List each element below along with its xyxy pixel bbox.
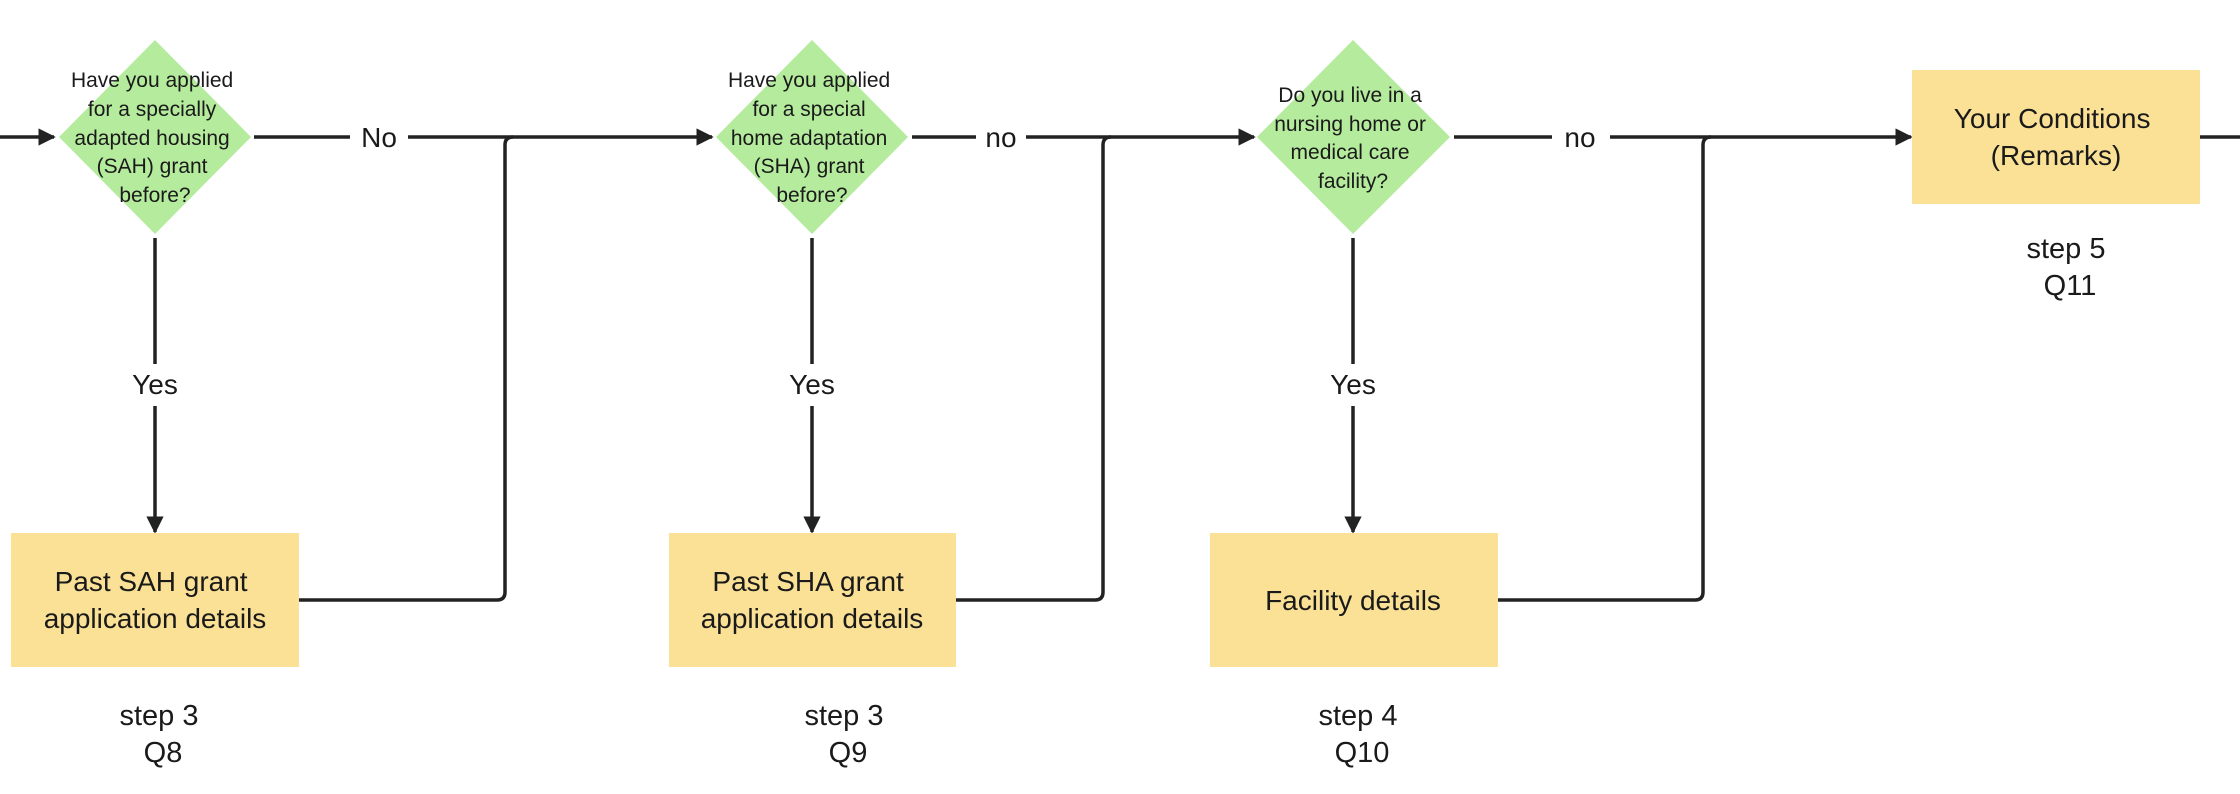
decision-q9-text: Have you applied for a special home adap…	[728, 69, 896, 207]
decision-q8-line: (SAH) grant	[97, 155, 208, 178]
process-sah: Past SAH grant application details	[11, 533, 299, 667]
process-sha-line: application details	[701, 603, 924, 634]
step-label-q8: step 3 Q8	[119, 700, 206, 769]
edge-label-q10-yes: Yes	[1330, 369, 1376, 400]
connector-sah-merge	[298, 135, 514, 602]
edge-label-q8-no: No	[361, 122, 397, 153]
decision-q10-line: Do you live in a	[1278, 84, 1422, 107]
step-label-q10-step: step 4	[1318, 700, 1397, 732]
decision-q9-line: for a special	[752, 98, 865, 121]
decision-q9-line: (SHA) grant	[754, 155, 865, 178]
process-facility-text: Facility details	[1265, 585, 1441, 616]
process-sah-shape	[11, 533, 299, 667]
process-sha-shape	[669, 533, 956, 667]
decision-q9-line: Have you applied	[728, 69, 890, 92]
decision-q9: Have you applied for a special home adap…	[716, 40, 908, 234]
decision-q8-line: before?	[119, 184, 190, 207]
decision-q10: Do you live in a nursing home or medical…	[1257, 40, 1450, 234]
connector-sha-merge	[956, 135, 1112, 602]
decision-q10-line: facility?	[1318, 170, 1388, 193]
step-label-q11-step: step 5	[2026, 233, 2105, 265]
decision-q10-line: medical care	[1291, 141, 1410, 164]
step-label-q9-question: Q9	[829, 737, 868, 769]
decision-q10-shape	[1257, 40, 1450, 234]
decision-q10-line: nursing home or	[1274, 113, 1426, 136]
process-facility-shape	[1210, 533, 1498, 667]
edge-labels: No Yes no Yes no Yes	[132, 122, 1595, 400]
decision-q10-text: Do you live in a nursing home or medical…	[1274, 84, 1432, 193]
edge-label-q8-yes: Yes	[132, 369, 178, 400]
step-label-q10: step 4 Q10	[1318, 700, 1405, 769]
process-sha: Past SHA grant application details	[669, 533, 956, 667]
process-sha-line: Past SHA grant	[712, 566, 904, 597]
step-labels: step 3 Q8 step 3 Q9 step 4 Q10 step 5 Q1…	[119, 233, 2113, 769]
process-sah-text: Past SAH grant application details	[44, 566, 267, 634]
connectors	[0, 128, 2240, 602]
decision-q9-line: before?	[776, 184, 847, 207]
edge-label-q9-yes: Yes	[789, 369, 835, 400]
decision-q9-line: home adaptation	[731, 127, 887, 150]
decision-q8-shape	[59, 40, 251, 234]
process-facility-line: Facility details	[1265, 585, 1441, 616]
decision-q8: Have you applied for a specially adapted…	[59, 40, 251, 234]
decision-q8-line: for a specially	[88, 98, 217, 121]
process-conditions-line: Your Conditions	[1954, 103, 2151, 134]
decision-q8-line: Have you applied	[71, 69, 233, 92]
process-conditions-line: (Remarks)	[1991, 140, 2122, 171]
step-label-q8-question: Q8	[144, 737, 183, 769]
step-label-q11: step 5 Q11	[2026, 233, 2113, 302]
step-label-q10-question: Q10	[1335, 737, 1390, 769]
process-conditions: Your Conditions (Remarks)	[1912, 70, 2200, 204]
process-conditions-text: Your Conditions (Remarks)	[1954, 103, 2158, 171]
decision-q8-text: Have you applied for a specially adapted…	[71, 69, 239, 207]
process-facility: Facility details	[1210, 533, 1498, 667]
connector-facility-merge	[1497, 135, 1712, 602]
step-label-q9-step: step 3	[804, 700, 883, 732]
step-label-q8-step: step 3	[119, 700, 198, 732]
step-label-q11-question: Q11	[2044, 270, 2097, 302]
decision-q8-line: adapted housing	[74, 127, 229, 150]
decision-q9-shape	[716, 40, 908, 234]
edge-label-q10-no: no	[1564, 122, 1595, 153]
process-sah-line: application details	[44, 603, 267, 634]
step-label-q9: step 3 Q9	[804, 700, 891, 769]
process-conditions-shape	[1912, 70, 2200, 204]
process-sha-text: Past SHA grant application details	[701, 566, 924, 634]
edge-label-q9-no: no	[985, 122, 1016, 153]
process-sah-line: Past SAH grant	[55, 566, 248, 597]
